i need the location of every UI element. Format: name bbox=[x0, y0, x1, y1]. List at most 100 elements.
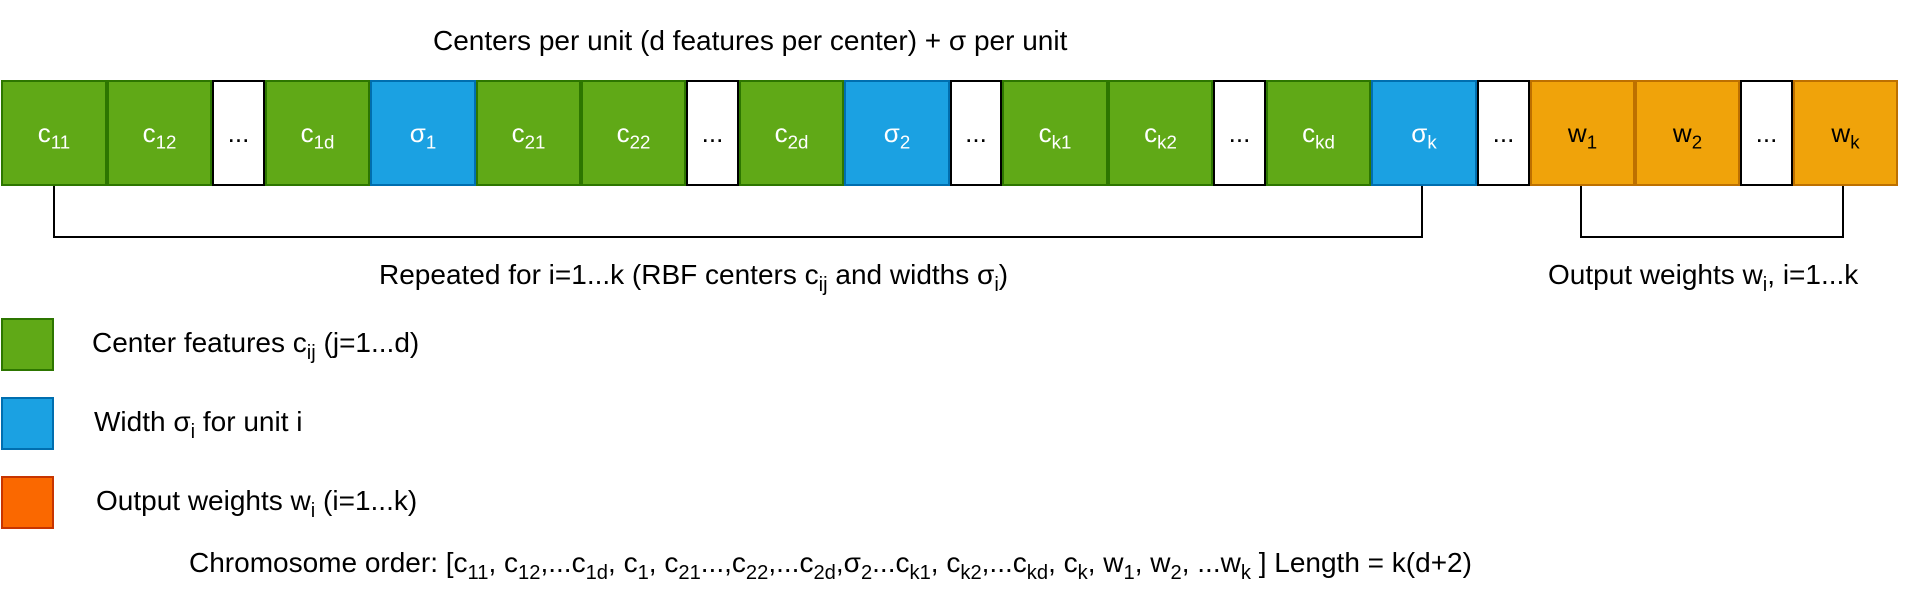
text-run: ...,c bbox=[700, 547, 746, 578]
text-run: , ...w bbox=[1181, 547, 1241, 578]
gene-cell-ellipsis: ... bbox=[212, 80, 265, 186]
gene-cell-width: σ1 bbox=[370, 80, 476, 186]
text-run: ...c bbox=[872, 547, 910, 578]
top-caption: Centers per unit (d features per center)… bbox=[433, 25, 1068, 56]
gene-index: k2 bbox=[1157, 131, 1177, 153]
subscript: ij bbox=[818, 274, 828, 297]
gene-label: ... bbox=[702, 118, 724, 149]
text-run: Output weights w bbox=[96, 485, 311, 516]
gene-cell-weight: w1 bbox=[1530, 80, 1635, 186]
gene-symbol: σ bbox=[409, 117, 426, 148]
gene-cell-center: c22 bbox=[581, 80, 686, 186]
text-run: , c bbox=[488, 547, 519, 578]
gene-label: σk bbox=[1411, 117, 1436, 151]
gene-label: ... bbox=[1756, 118, 1778, 149]
subscript: 2 bbox=[1170, 562, 1182, 585]
gene-index: 11 bbox=[50, 131, 71, 153]
subscript: i bbox=[310, 500, 316, 523]
gene-index: 1 bbox=[1586, 131, 1598, 153]
text-run: (i=1...k) bbox=[315, 485, 418, 516]
gene-index: 2d bbox=[787, 131, 809, 153]
gene-label: w2 bbox=[1672, 117, 1703, 153]
subscript: 1d bbox=[585, 562, 609, 585]
gene-index: 1 bbox=[425, 131, 437, 153]
subscript: k1 bbox=[909, 562, 931, 585]
gene-label: ... bbox=[1229, 118, 1251, 149]
gene-cell-ellipsis: ... bbox=[686, 80, 739, 186]
text-run: Width σ bbox=[94, 406, 191, 437]
gene-label: ... bbox=[1493, 118, 1515, 149]
subscript: 1 bbox=[1123, 562, 1135, 585]
text-run: , c bbox=[1048, 547, 1078, 578]
gene-cell-ellipsis: ... bbox=[1477, 80, 1530, 186]
brace-right-connector bbox=[1580, 186, 1844, 238]
subscript: 22 bbox=[745, 562, 769, 585]
gene-index: k bbox=[1850, 131, 1860, 153]
subscript: 12 bbox=[518, 562, 541, 585]
gene-symbol: c bbox=[774, 117, 788, 148]
gene-symbol: c bbox=[511, 117, 525, 148]
text-run: , i=1...k bbox=[1767, 259, 1859, 290]
gene-label: c11 bbox=[37, 117, 71, 153]
gene-cell-weight: w2 bbox=[1635, 80, 1740, 186]
subscript: 2d bbox=[813, 562, 836, 585]
gene-symbol: σ bbox=[1411, 117, 1428, 148]
gene-symbol: w bbox=[1567, 117, 1587, 148]
gene-label: σ1 bbox=[409, 117, 437, 153]
gene-label: wk bbox=[1831, 117, 1860, 153]
text-run: Center features c bbox=[92, 327, 307, 358]
gene-index: 21 bbox=[524, 131, 546, 153]
gene-label: w1 bbox=[1567, 117, 1598, 153]
gene-cell-center: c11 bbox=[1, 80, 107, 186]
gene-symbol: w bbox=[1831, 117, 1851, 148]
text-run: ,...c bbox=[768, 547, 814, 578]
brace-right-caption: Output weights wi, i=1...k bbox=[1548, 259, 1859, 295]
legend-swatch-weight_legend bbox=[1, 476, 54, 529]
gene-cell-ellipsis: ... bbox=[1740, 80, 1793, 186]
gene-symbol: c bbox=[1144, 117, 1158, 148]
gene-symbol: ... bbox=[701, 117, 724, 148]
subscript: 11 bbox=[467, 562, 489, 585]
gene-label: ck1 bbox=[1038, 117, 1072, 153]
subscript: k bbox=[1077, 562, 1088, 585]
subscript: k2 bbox=[960, 562, 982, 585]
text-run: Output weights w bbox=[1548, 259, 1763, 290]
gene-symbol: c bbox=[616, 117, 630, 148]
text-run: for unit i bbox=[195, 406, 303, 437]
gene-cell-center: ck2 bbox=[1108, 80, 1213, 186]
gene-symbol: ... bbox=[965, 117, 987, 148]
gene-index: 2 bbox=[1691, 131, 1703, 153]
subscript: 21 bbox=[678, 562, 701, 585]
brace-left-caption: Repeated for i=1...k (RBF centers cij an… bbox=[379, 259, 1009, 295]
gene-label: ... bbox=[965, 118, 987, 149]
text-run: , w bbox=[1134, 547, 1171, 578]
text-run: Repeated for i=1...k (RBF centers c bbox=[379, 259, 819, 290]
gene-symbol: ... bbox=[1755, 117, 1778, 148]
subscript: i bbox=[994, 274, 999, 297]
gene-index: 1d bbox=[313, 131, 335, 153]
gene-cell-weight: wk bbox=[1793, 80, 1898, 186]
gene-label: ckd bbox=[1302, 118, 1335, 153]
subscript: ij bbox=[306, 342, 316, 365]
gene-index: kd bbox=[1315, 131, 1335, 153]
gene-symbol: c bbox=[37, 117, 51, 148]
gene-label: c2d bbox=[774, 117, 809, 153]
gene-cell-center: c21 bbox=[476, 80, 581, 186]
gene-cell-center: ck1 bbox=[1002, 80, 1108, 186]
gene-cell-ellipsis: ... bbox=[950, 80, 1002, 186]
brace-left-connector bbox=[53, 186, 1423, 238]
text-run: ) bbox=[998, 259, 1009, 290]
gene-label: σ2 bbox=[884, 118, 910, 151]
gene-cell-center: c1d bbox=[265, 80, 370, 186]
gene-cell-center: c12 bbox=[107, 80, 212, 186]
legend-label: Width σi for unit i bbox=[94, 406, 303, 442]
legend-swatch-width bbox=[1, 397, 54, 450]
gene-label: c21 bbox=[511, 117, 546, 153]
text-run: ,...c bbox=[540, 547, 586, 578]
text-run: , w bbox=[1087, 547, 1124, 578]
gene-index: k1 bbox=[1051, 131, 1072, 153]
subscript: kd bbox=[1026, 562, 1049, 585]
gene-symbol: c bbox=[1038, 117, 1052, 148]
gene-symbol: w bbox=[1672, 117, 1692, 148]
